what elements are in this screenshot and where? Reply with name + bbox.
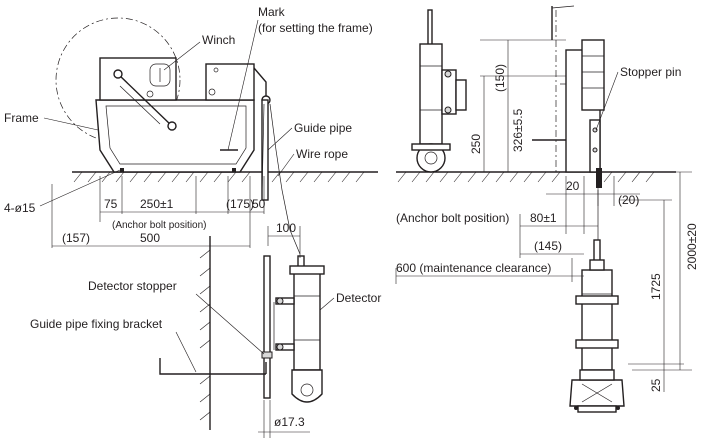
winch-swing-circle (55, 17, 181, 143)
dim-150: (150) (493, 64, 507, 92)
wire-rope (269, 103, 301, 255)
guide-pipe-bracket (159, 358, 266, 375)
label-guide-pipe: Guide pipe (294, 121, 352, 135)
dim-500: 500 (140, 231, 160, 245)
dim-100: 100 (276, 221, 296, 235)
winch-slot (149, 63, 171, 87)
dim-20a: 20 (566, 179, 580, 193)
right-view: (150) 250 326±5.5 20 (20) (Anchor bolt p… (395, 5, 699, 413)
crank-pivot (113, 69, 123, 79)
dim-250: 250±1 (140, 197, 174, 211)
left-view: 75 250±1 (175) 50 (Anchor bolt position)… (4, 5, 381, 438)
dim-25: 25 (649, 378, 663, 392)
label-wire-rope: Wire rope (296, 147, 348, 161)
pit-wall-hatch (199, 249, 211, 421)
detector-stored-body (419, 43, 443, 145)
ground-hatch-right (397, 171, 655, 183)
label-guide-pipe-bracket: Guide pipe fixing bracket (30, 317, 163, 331)
dim-157: (157) (62, 231, 90, 245)
dim-50: 50 (252, 197, 266, 211)
frame-inner-line (105, 105, 247, 165)
detector-stopper (261, 351, 273, 359)
anchor-bolt-label-left: (Anchor bolt position) (112, 220, 207, 231)
anchor-bolt-label-right: (Anchor bolt position) (396, 211, 509, 225)
dim-1725: 1725 (649, 273, 663, 300)
crank-handle (167, 121, 177, 131)
detector-lower-body (581, 269, 613, 371)
dim-75: 75 (104, 197, 118, 211)
pulley-arm (253, 67, 267, 100)
dim-600: 600 (maintenance clearance) (396, 261, 551, 275)
detector-body (293, 271, 321, 371)
label-detector: Detector (336, 291, 381, 305)
dim-326: 326±5.5 (511, 108, 525, 152)
detector-head (291, 369, 323, 403)
label-mark: Mark (258, 5, 286, 19)
mount-screw (146, 90, 154, 98)
ground-hatch-left (73, 171, 365, 183)
label-mark-sub: (for setting the frame) (258, 21, 373, 35)
dim-80: 80±1 (530, 211, 557, 225)
dim-2000: 2000±20 (685, 223, 699, 270)
guide-pipe-lower (263, 255, 271, 399)
frame-body (95, 99, 255, 173)
label-winch: Winch (202, 33, 235, 47)
dim-145: (145) (534, 239, 562, 253)
dim-175: (175) (226, 197, 254, 211)
dim-hole: 4-ø15 (4, 201, 36, 215)
winch-side-drum (581, 39, 605, 111)
dim-17-3: ø17.3 (274, 415, 305, 429)
label-frame: Frame (4, 111, 39, 125)
winch-crank-arm (117, 73, 173, 127)
label-stopper-pin: Stopper pin (620, 65, 681, 79)
label-detector-stopper: Detector stopper (88, 279, 177, 293)
dim-250v: 250 (469, 134, 483, 154)
stopper-pin-bar (589, 119, 601, 173)
